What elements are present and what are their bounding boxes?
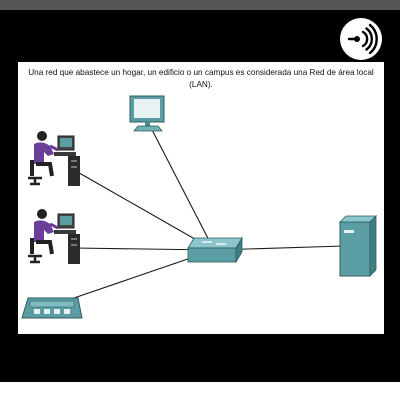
bottom-strip	[0, 382, 400, 400]
link-user-top	[73, 169, 215, 251]
podcast-button[interactable]	[340, 18, 382, 60]
workstation-user-icon	[28, 209, 80, 264]
computer-monitor-icon	[129, 95, 165, 132]
slide: Una red que abastece un hogar, un edific…	[18, 62, 384, 334]
podcast-icon	[347, 23, 378, 55]
workstation-user-icon	[28, 131, 80, 186]
server-icon	[339, 215, 377, 277]
ip-phone-icon	[21, 297, 83, 319]
slide-caption: Una red que abastece un hogar, un edific…	[28, 68, 374, 89]
lan-diagram	[21, 95, 377, 319]
top-strip	[0, 0, 400, 10]
network-switch-icon	[187, 236, 243, 264]
link-monitor	[147, 121, 215, 251]
